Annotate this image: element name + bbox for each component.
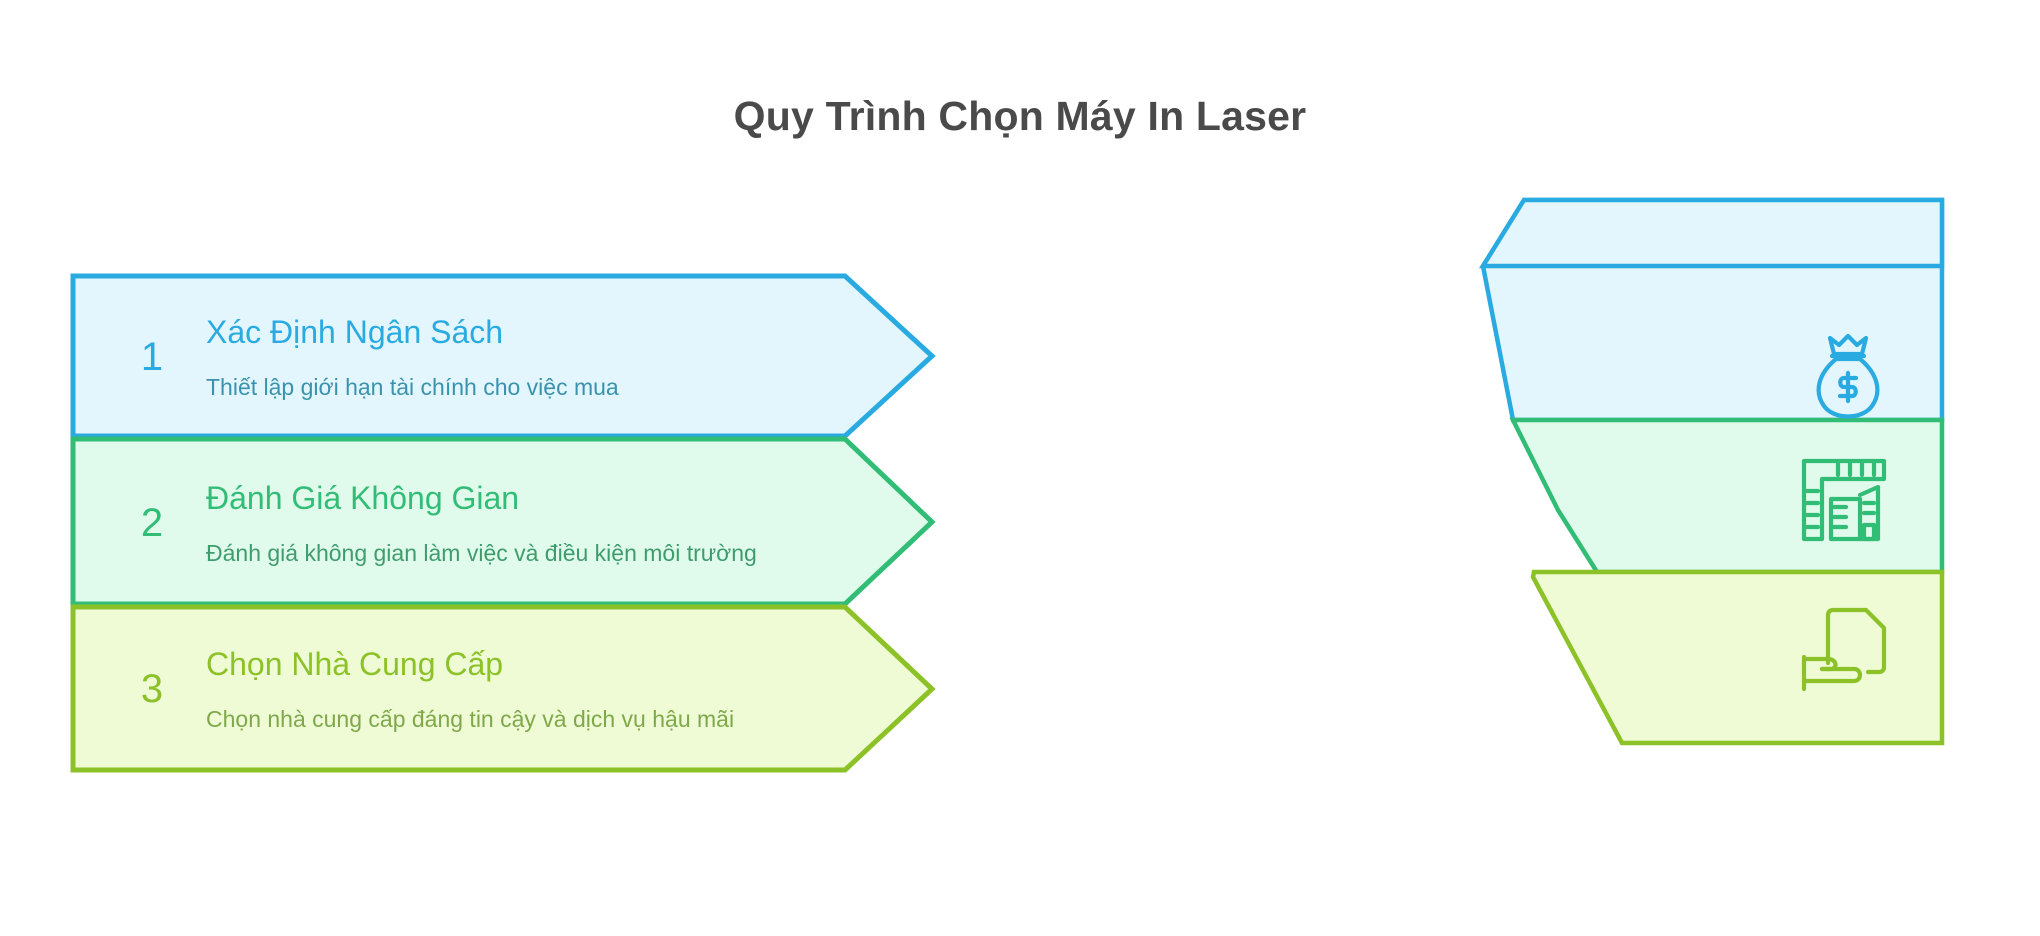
- page-title: Quy Trình Chọn Máy In Laser: [733, 93, 1307, 139]
- ruler-building-icon: [1801, 458, 1887, 542]
- step-number-1: 1: [140, 334, 164, 379]
- step-shapes: [70, 273, 936, 773]
- step-band-2-shape: [70, 436, 936, 607]
- step-row-1[interactable]: 1 Xác Định Ngân Sách Thiết lập giới hạn …: [70, 273, 1090, 440]
- step-text-3: Chọn Nhà Cung Cấp Chọn nhà cung cấp đáng…: [206, 605, 1066, 772]
- step-number-3: 3: [140, 666, 164, 711]
- funnel-band-3-shape: [1530, 569, 1945, 746]
- step-text-1: Xác Định Ngân Sách Thiết lập giới hạn tà…: [206, 273, 1066, 440]
- step-heading-2: Đánh Giá Không Gian: [206, 479, 520, 516]
- step-band-1-shape: [70, 273, 936, 439]
- step-band-3-shape: [70, 604, 936, 773]
- step-description-3: Chọn nhà cung cấp đáng tin cậy và dịch v…: [206, 705, 735, 732]
- step-text-2: Đánh Giá Không Gian Đánh giá không gian …: [206, 439, 1066, 606]
- funnel-shapes: [1478, 197, 1945, 746]
- step-description-2: Đánh giá không gian làm việc và điều kiệ…: [206, 539, 757, 566]
- money-bag-icon: [1816, 333, 1880, 419]
- step-row-2[interactable]: 2 Đánh Giá Không Gian Đánh giá không gia…: [70, 439, 1090, 606]
- step-heading-3: Chọn Nhà Cung Cấp: [206, 645, 504, 682]
- contract-hand-icon: [1801, 607, 1887, 692]
- step-description-1: Thiết lập giới hạn tài chính cho việc mu…: [206, 373, 619, 400]
- step-list: 1 Xác Định Ngân Sách Thiết lập giới hạn …: [70, 273, 1190, 773]
- step-heading-1: Xác Định Ngân Sách: [206, 313, 504, 350]
- step-number-2: 2: [140, 500, 164, 545]
- funnel-diagram: [1440, 180, 2000, 800]
- step-row-3[interactable]: 3 Chọn Nhà Cung Cấp Chọn nhà cung cấp đá…: [70, 605, 1090, 772]
- funnel-band-1-top-strip: [1478, 197, 1945, 269]
